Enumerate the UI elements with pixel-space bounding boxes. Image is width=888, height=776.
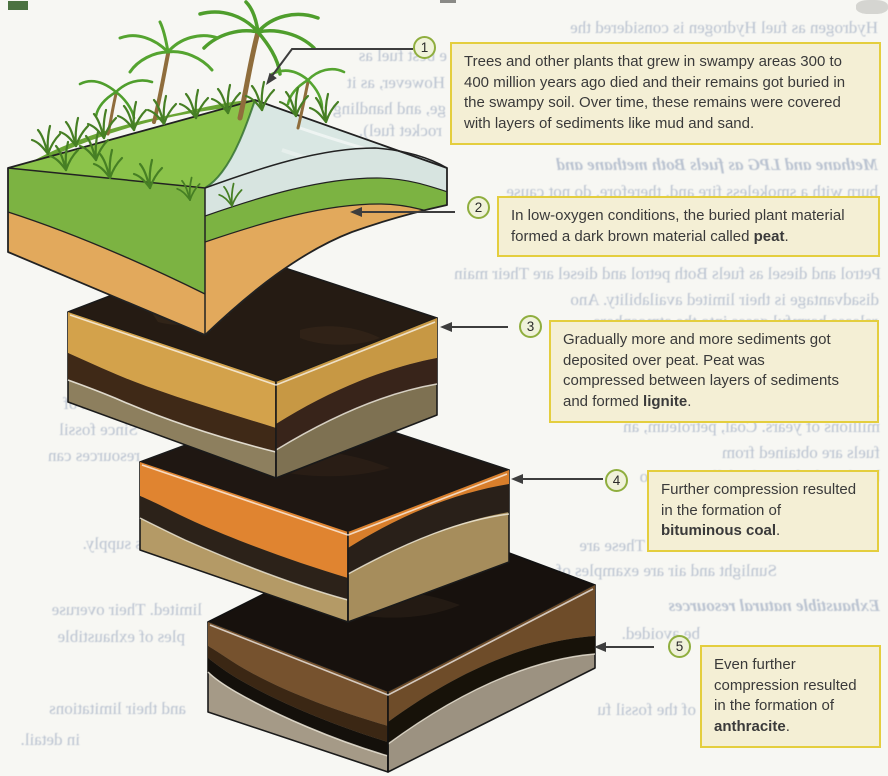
step-5-badge: 5 — [668, 635, 691, 658]
step-4-callout: Further compression resulted in the form… — [647, 470, 879, 553]
step-2-badge: 2 — [467, 196, 490, 219]
step-3-arrow — [440, 322, 508, 332]
swamp-water — [205, 100, 447, 188]
callout-text: Further compression resulted in the form… — [661, 481, 857, 519]
callout-bold-term: lignite — [643, 393, 688, 411]
step-4-arrow — [511, 474, 603, 484]
step-1-callout: Trees and other plants that grew in swam… — [450, 42, 881, 145]
callout-text: Trees and other plants that grew in swam… — [464, 53, 846, 133]
step-4-badge: 4 — [605, 469, 628, 492]
scan-dash-mark — [440, 0, 456, 3]
callout-text: Even further compression resulted in the… — [714, 656, 857, 715]
stage-1-swamp-block — [7, 0, 448, 336]
callout-bold-term: anthracite — [714, 718, 786, 736]
palm-trees — [78, 0, 346, 136]
shoreline — [204, 99, 256, 189]
step-3-callout: Gradually more and more sediments got de… — [549, 320, 879, 423]
callout-bold-term: peat — [753, 227, 785, 245]
callout-text: In low-oxygen conditions, the buried pla… — [511, 207, 845, 245]
step-1-leader-line — [266, 48, 413, 85]
stage-3-bituminous-block — [139, 401, 510, 623]
page-corner-mark — [8, 1, 28, 10]
step-1-badge: 1 — [413, 36, 436, 59]
step-2-callout: In low-oxygen conditions, the buried pla… — [497, 196, 880, 258]
step-3-badge: 3 — [519, 315, 542, 338]
step-5-arrow — [594, 642, 654, 652]
callout-bold-term: bituminous coal — [661, 522, 777, 540]
step-2-arrow — [350, 207, 455, 217]
step-5-callout: Even further compression resulted in the… — [700, 645, 881, 748]
callout-text: Gradually more and more sediments got de… — [563, 331, 839, 411]
scan-smudge-mark — [856, 0, 888, 14]
